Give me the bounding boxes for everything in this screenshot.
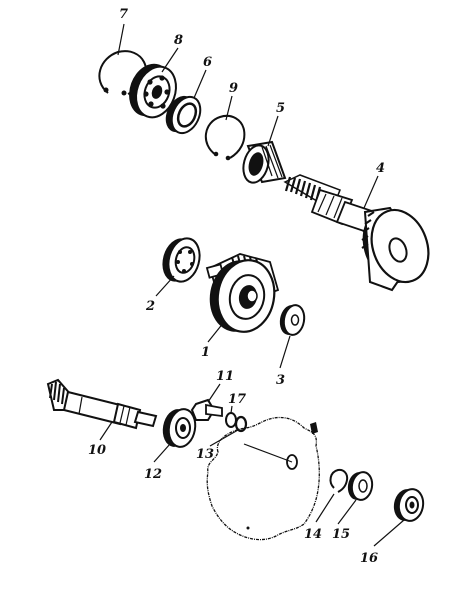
callout-17: 17 (228, 392, 246, 407)
part-3-washer (279, 304, 306, 336)
callout-6: 6 (203, 55, 212, 70)
case-cover-gasket (206, 416, 320, 541)
callout-4: 4 (376, 161, 385, 176)
part-16-bearing (393, 488, 425, 522)
callout-8: 8 (174, 33, 183, 48)
callout-1: 1 (201, 345, 210, 360)
callout-labels: 7 8 6 9 5 4 2 1 3 11 17 10 12 13 14 15 1… (88, 7, 385, 566)
part-2-ball-bearing (162, 237, 201, 283)
part-13-washer (234, 415, 248, 433)
part-4-output-shaft (283, 174, 430, 292)
callout-14: 14 (304, 527, 322, 542)
part-8-ball-bearing (129, 63, 177, 119)
callout-12: 12 (144, 467, 162, 482)
part-12-bearing (162, 408, 197, 448)
callout-5: 5 (276, 101, 285, 116)
callout-13: 13 (196, 447, 214, 462)
part-15-washer (347, 471, 374, 501)
callout-15: 15 (332, 527, 350, 542)
callout-7: 7 (119, 7, 128, 22)
part-9-circlip (205, 114, 246, 161)
callout-10: 10 (88, 443, 106, 458)
callout-3: 3 (276, 373, 285, 388)
callout-9: 9 (229, 81, 238, 96)
leader-lines (99, 23, 405, 547)
part-1-drive-gear (205, 253, 280, 333)
part-14-clip (329, 468, 349, 493)
callout-2: 2 (145, 299, 155, 314)
part-5-needle-bearing (242, 140, 287, 184)
part-17-small-washer (225, 412, 237, 428)
callout-11: 11 (216, 369, 234, 384)
part-10-input-shaft (46, 378, 158, 430)
callout-16: 16 (360, 551, 378, 566)
part-11-bolt (190, 398, 223, 421)
